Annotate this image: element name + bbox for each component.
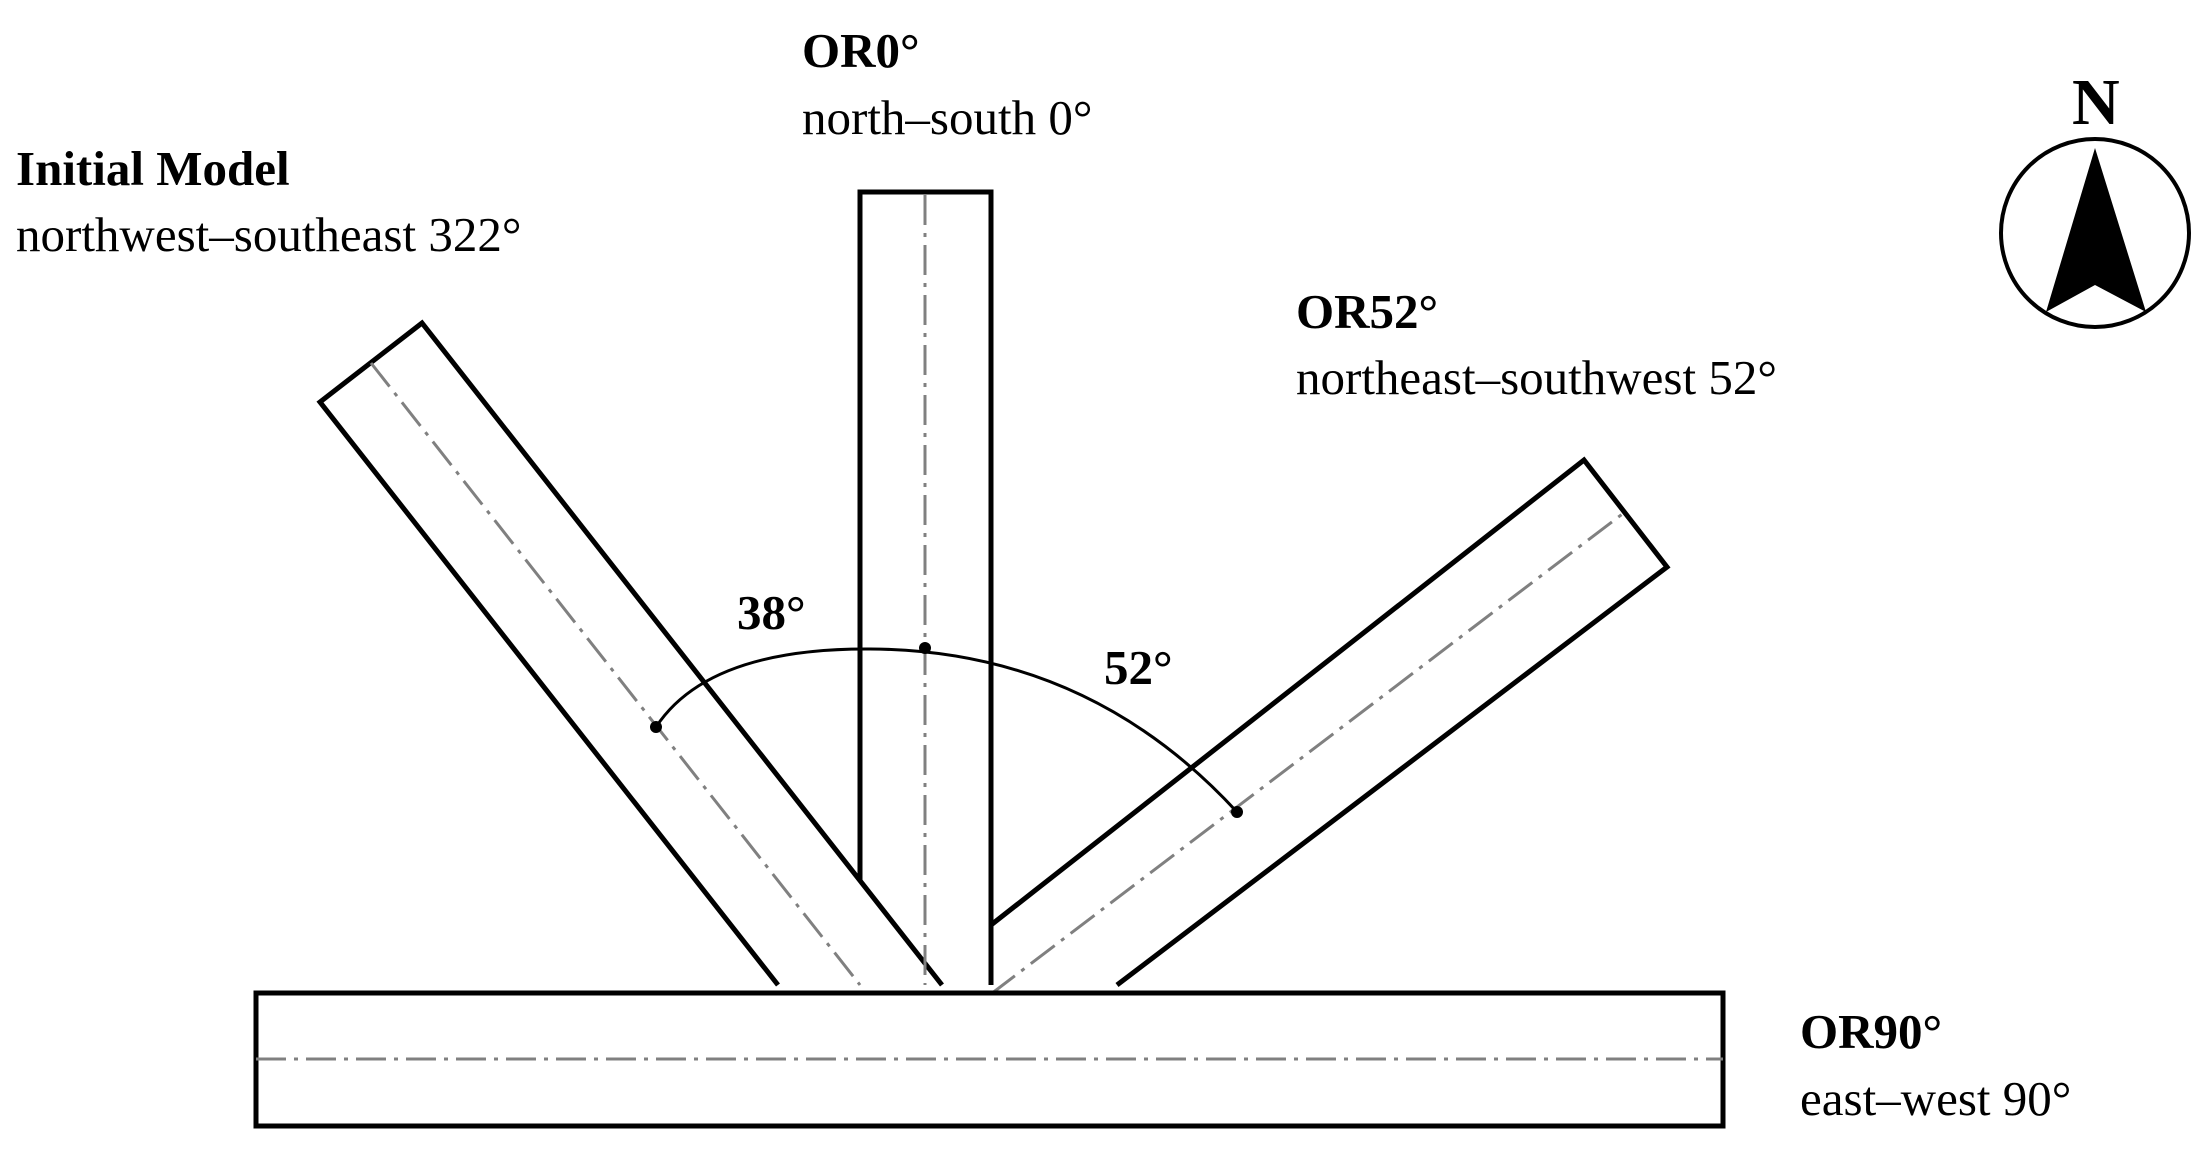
north-label: N [2072,66,2120,139]
initial-model-description: northwest–southeast 322° [16,207,522,262]
angle-52-label: 52° [1104,640,1173,695]
initial-model-centerline [369,362,862,986]
or0-description: north–south 0° [802,90,1093,145]
or52-centerline [990,510,1626,996]
angle-38-label: 38° [737,585,806,640]
north-arrow-icon [1999,137,2191,329]
initial-model-title: Initial Model [16,141,290,196]
angle-point-or52 [1231,806,1243,818]
or0-bar [857,189,994,985]
or90-title: OR90° [1800,1004,1943,1059]
or52-description: northeast–southwest 52° [1296,350,1777,405]
or52-title: OR52° [1296,284,1439,339]
or0-title: OR0° [802,23,920,78]
angle-point-or0 [919,642,931,654]
angle-arc [654,647,1239,814]
or90-description: east–west 90° [1800,1071,2072,1126]
or52-bar [989,456,1671,987]
initial-model-bar [316,319,944,987]
angle-point-initial [650,721,662,733]
